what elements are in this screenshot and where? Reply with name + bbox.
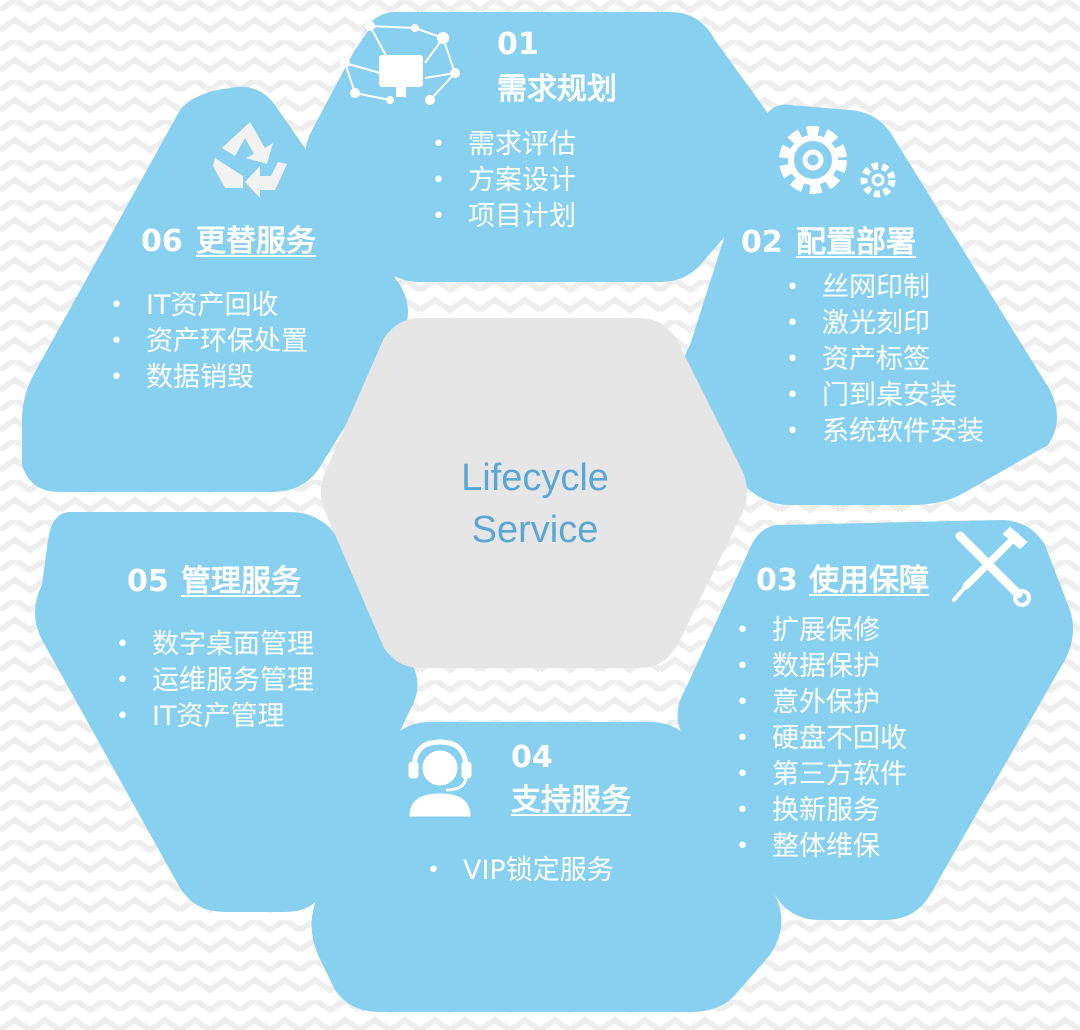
- segment-02-list: 丝网印制 激光刻印 资产标签 门到桌安装 系统软件安装: [786, 270, 984, 450]
- list-item: IT资产管理: [116, 699, 314, 735]
- segment-01-title: 需求规划: [497, 72, 617, 107]
- segment-04-number: 04: [511, 740, 553, 775]
- segment-04-list: VIP锁定服务: [427, 853, 614, 889]
- list-item: 系统软件安装: [786, 414, 984, 450]
- list-item: 激光刻印: [786, 306, 984, 342]
- gears-icon: [779, 126, 896, 198]
- segment-03-number: 03: [756, 563, 798, 598]
- segment-06-number: 06: [141, 224, 183, 259]
- list-item: 运维服务管理: [116, 663, 314, 699]
- list-item: 资产标签: [786, 342, 984, 378]
- segment-01-list: 需求评估 方案设计 项目计划: [432, 127, 576, 235]
- segment-05-list: 数字桌面管理 运维服务管理 IT资产管理: [116, 627, 314, 735]
- list-item: 意外保护: [736, 685, 907, 721]
- list-item: 丝网印制: [786, 270, 984, 306]
- list-item: 门到桌安装: [786, 378, 984, 414]
- list-item: VIP锁定服务: [427, 853, 614, 889]
- list-item: IT资产回收: [110, 288, 308, 324]
- list-item: 第三方软件: [736, 757, 907, 793]
- center-label: Lifecycle Service: [380, 452, 690, 556]
- list-item: 换新服务: [736, 793, 907, 829]
- segment-03-title: 使用保障: [809, 563, 929, 598]
- list-item: 需求评估: [432, 127, 576, 163]
- segment-06-list: IT资产回收 资产环保处置 数据销毁: [110, 288, 308, 396]
- list-item: 扩展保修: [736, 613, 907, 649]
- list-item: 资产环保处置: [110, 324, 308, 360]
- segment-02-number: 02: [741, 225, 783, 260]
- center-line-2: Service: [471, 509, 599, 551]
- segment-06-title: 更替服务: [196, 224, 316, 259]
- segment-02-title: 配置部署: [796, 225, 916, 260]
- list-item: 方案设计: [432, 163, 576, 199]
- list-item: 数据销毁: [110, 360, 308, 396]
- center-hexagon: [321, 318, 747, 668]
- list-item: 整体维保: [736, 829, 907, 865]
- segment-05-number: 05: [127, 564, 169, 599]
- list-item: 数字桌面管理: [116, 627, 314, 663]
- network-screen-icon: [340, 21, 460, 105]
- list-item: 硬盘不回收: [736, 721, 907, 757]
- segment-03-list: 扩展保修 数据保护 意外保护 硬盘不回收 第三方软件 换新服务 整体维保: [736, 613, 907, 865]
- wrench-screwdriver-icon: [952, 526, 1031, 607]
- segment-01-number: 01: [497, 27, 539, 62]
- segment-05-title: 管理服务: [181, 564, 301, 599]
- segment-04-title: 支持服务: [511, 783, 631, 818]
- recycle-icon: [213, 122, 287, 198]
- list-item: 数据保护: [736, 649, 907, 685]
- center-line-1: Lifecycle: [461, 457, 609, 499]
- headset-user-icon: [408, 739, 472, 817]
- list-item: 项目计划: [432, 199, 576, 235]
